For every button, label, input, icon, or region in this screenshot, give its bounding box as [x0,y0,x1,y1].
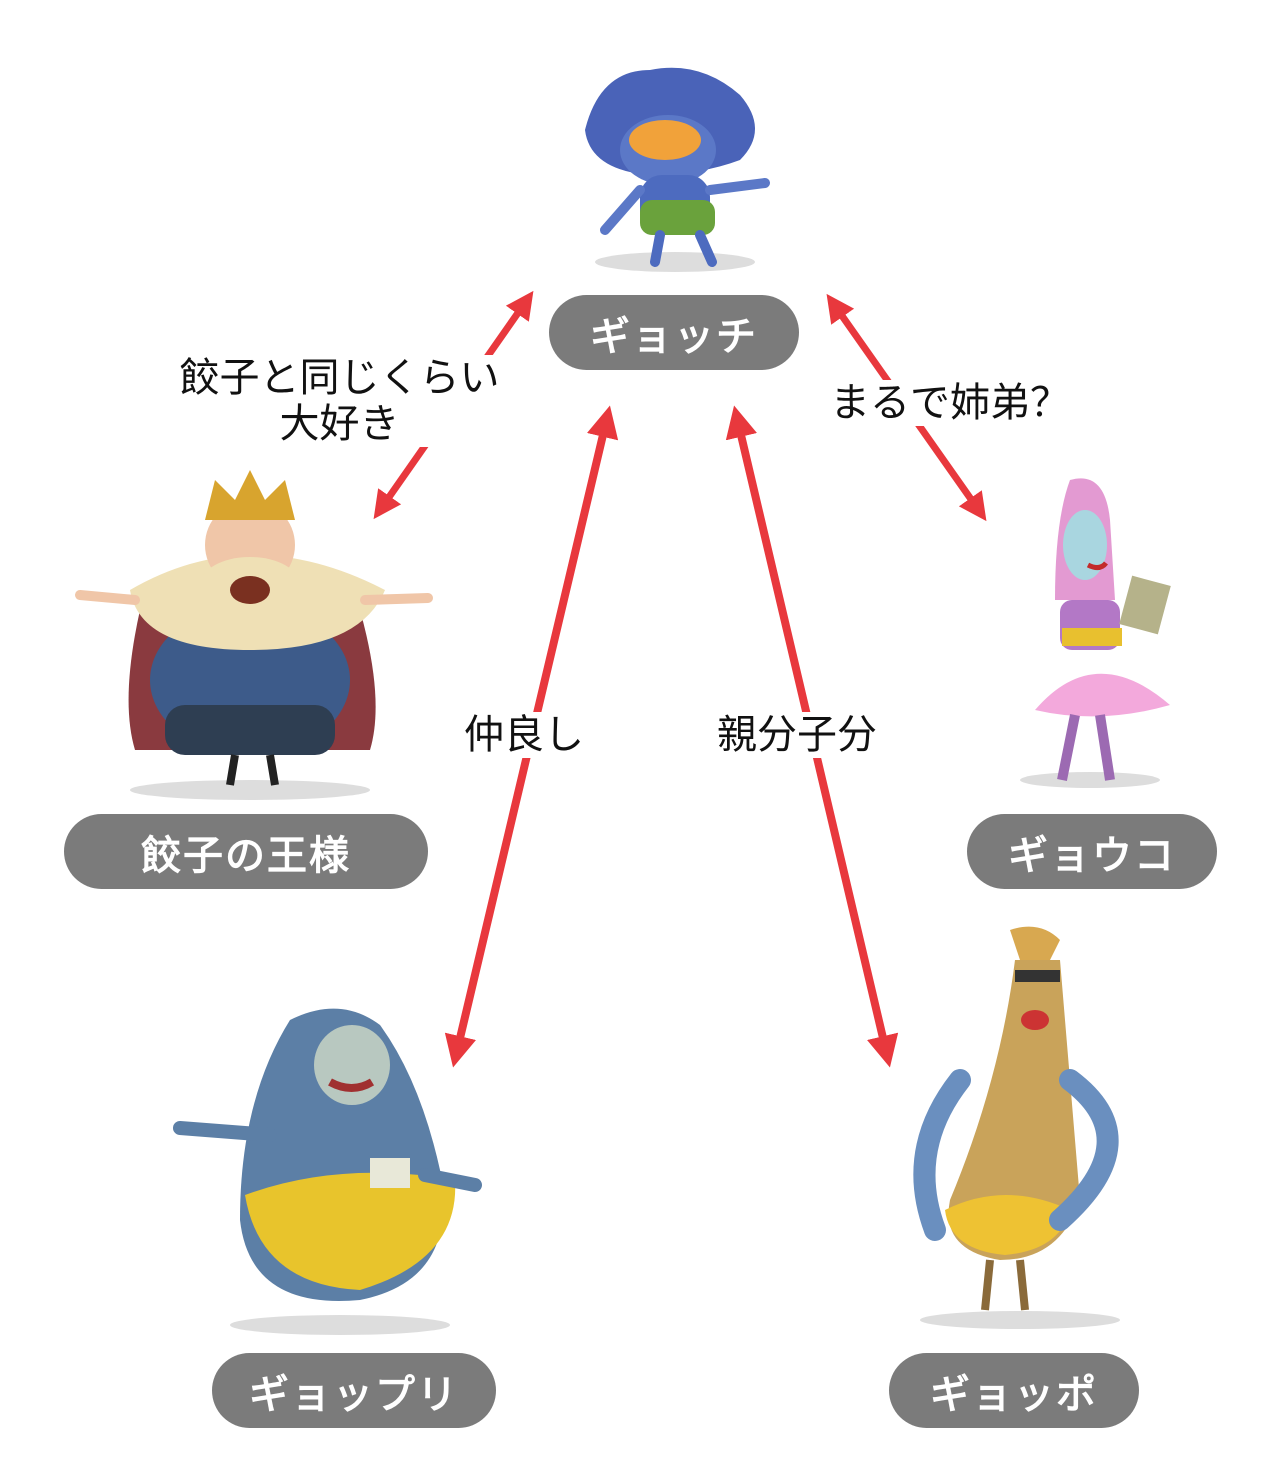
name-gyocchi: ギョッチ [590,313,758,360]
name-pill-gyoppo: ギョッポ [889,1353,1139,1428]
name-pill-gyoppuri: ギョップリ [212,1353,496,1428]
name-pill-gyouko: ギョウコ [967,814,1217,889]
relation-label-gyoppuri: 仲良し [462,712,586,758]
gyocchi-illustration [585,67,770,272]
relation-label-king: 餃子と同じくらい 大好き [165,355,514,447]
name-king: 餃子の王様 [141,832,351,879]
gyoppuri-illustration [173,1008,482,1335]
gyoppo-illustration [913,926,1120,1329]
relation-label-king-line1: 餃子と同じくらい [179,355,500,401]
name-pill-gyocchi: ギョッチ [549,295,799,370]
relation-label-gyouko: まるで姉弟？ [828,380,1072,426]
name-gyoppuri: ギョップリ [249,1371,459,1418]
name-gyouko: ギョウコ [1008,832,1176,879]
relation-label-gyoppo: 親分子分 [715,712,879,758]
name-gyoppo: ギョッポ [930,1371,1098,1418]
name-pill-king: 餃子の王様 [64,814,428,889]
gyouko-illustration [1020,478,1171,788]
king-illustration [75,470,433,800]
relation-label-king-line2: 大好き [279,401,400,447]
